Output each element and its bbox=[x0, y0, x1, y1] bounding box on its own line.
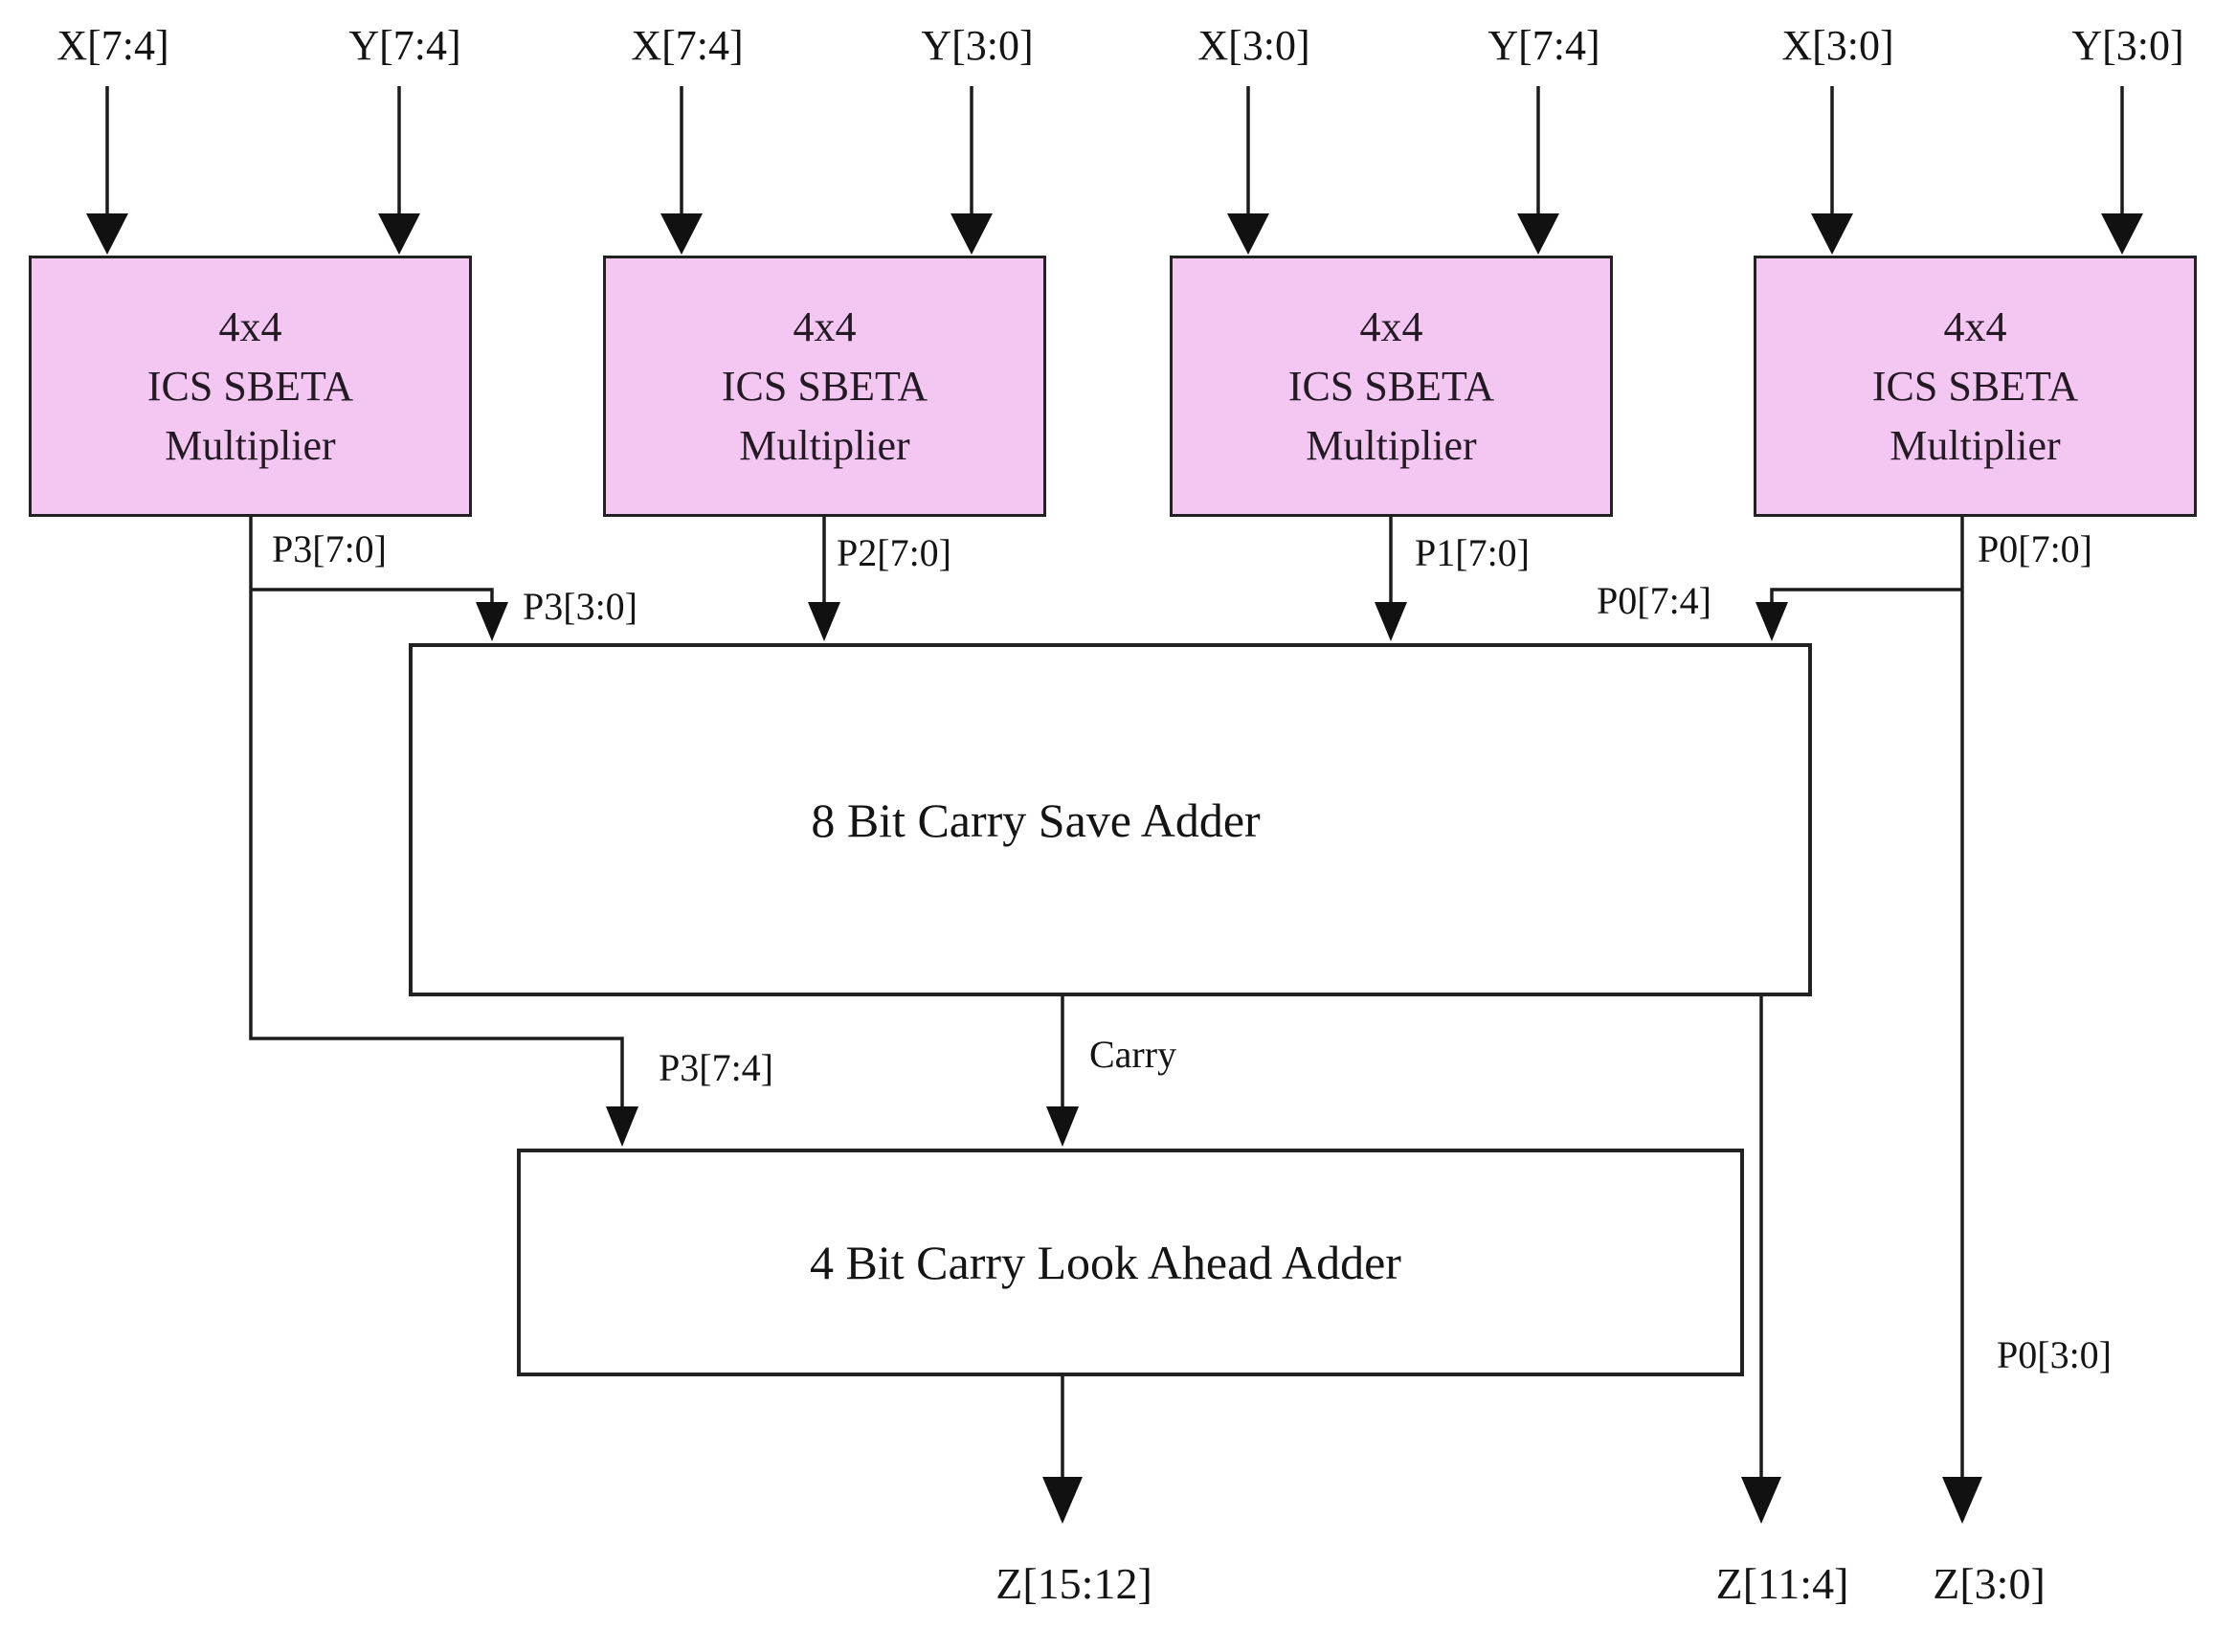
wire-input-y30-m0 bbox=[2101, 86, 2143, 255]
multiplier-line: 4x4 bbox=[1943, 302, 2007, 350]
multiplier-line: ICS SBETA bbox=[721, 362, 928, 410]
output-label-z-low: Z[3:0] bbox=[1933, 1559, 2046, 1608]
wire-p3-low-to-csa bbox=[251, 588, 508, 641]
carry-look-ahead-adder-title: 4 Bit Carry Look Ahead Adder bbox=[810, 1236, 1401, 1289]
wire-cla-sum-to-z bbox=[1042, 1376, 1083, 1524]
multiplier-line: Multiplier bbox=[739, 421, 910, 469]
wire-p3-high-to-cla bbox=[249, 517, 638, 1147]
output-label-z-high: Z[15:12] bbox=[995, 1559, 1152, 1608]
input-label-7: X[3:0] bbox=[1781, 22, 1894, 69]
wire-csa-sum-to-z bbox=[1741, 996, 1781, 1524]
multiplier-line: Multiplier bbox=[1306, 421, 1477, 469]
wire-input-x74-m3 bbox=[86, 86, 128, 255]
input-label-4: Y[3:0] bbox=[921, 22, 1034, 69]
wire-input-x30-m1 bbox=[1227, 86, 1269, 255]
wire-label-p3-high: P3[7:4] bbox=[659, 1046, 773, 1089]
wire-input-x30-m0 bbox=[1811, 86, 1853, 255]
wire-label-p0-low: P0[3:0] bbox=[1997, 1333, 2112, 1376]
wire-p2-to-csa bbox=[808, 517, 840, 641]
wire-label-p3-bus: P3[7:0] bbox=[272, 527, 387, 570]
wire-label-carry: Carry bbox=[1089, 1033, 1177, 1076]
multiplier-line: ICS SBETA bbox=[146, 362, 354, 410]
multiplier-line: Multiplier bbox=[165, 421, 336, 469]
multiplier-line: 4x4 bbox=[218, 302, 282, 350]
input-label-6: Y[7:4] bbox=[1487, 22, 1600, 69]
multiplier-line: 4x4 bbox=[1359, 302, 1423, 350]
multiplier-block-p2: 4x4 ICS SBETA Multiplier bbox=[603, 256, 1046, 517]
carry-save-adder-title: 8 Bit Carry Save Adder bbox=[811, 793, 1261, 847]
input-label-5: X[3:0] bbox=[1197, 22, 1310, 69]
wire-carry-to-cla bbox=[1046, 996, 1079, 1147]
wire-p1-to-csa bbox=[1375, 517, 1407, 641]
multiplier-block-p0: 4x4 ICS SBETA Multiplier bbox=[1754, 256, 2197, 517]
wire-input-y74-m1 bbox=[1517, 86, 1559, 255]
input-label-1: X[7:4] bbox=[56, 22, 169, 69]
wire-input-x74-m2 bbox=[660, 86, 703, 255]
multiplier-line: 4x4 bbox=[793, 302, 857, 350]
carry-look-ahead-adder-block: 4 Bit Carry Look Ahead Adder bbox=[517, 1149, 1744, 1376]
wire-label-p0-bus: P0[7:0] bbox=[1978, 527, 2092, 570]
wire-label-p3-low: P3[3:0] bbox=[523, 585, 637, 628]
multiplier-line: ICS SBETA bbox=[1287, 362, 1495, 410]
multiplier-line: Multiplier bbox=[1890, 421, 2061, 469]
carry-save-adder-block: 8 Bit Carry Save Adder bbox=[409, 643, 1812, 996]
wire-p0-high-to-csa bbox=[1756, 588, 1962, 641]
multiplier-block-p3: 4x4 ICS SBETA Multiplier bbox=[29, 256, 472, 517]
multiplier-block-p1: 4x4 ICS SBETA Multiplier bbox=[1170, 256, 1613, 517]
wire-input-y30-m2 bbox=[950, 86, 993, 255]
wire-input-y74-m3 bbox=[378, 86, 420, 255]
input-label-2: Y[7:4] bbox=[348, 22, 461, 69]
input-label-3: X[7:4] bbox=[631, 22, 744, 69]
input-label-8: Y[3:0] bbox=[2071, 22, 2184, 69]
wire-p0-low-to-z bbox=[1942, 517, 1982, 1524]
output-label-z-mid: Z[11:4] bbox=[1715, 1559, 1849, 1608]
wire-label-p0-high: P0[7:4] bbox=[1597, 579, 1711, 622]
multiplier-line: ICS SBETA bbox=[1871, 362, 2079, 410]
wire-label-p1-bus: P1[7:0] bbox=[1415, 531, 1530, 574]
wire-label-p2-bus: P2[7:0] bbox=[837, 531, 951, 574]
